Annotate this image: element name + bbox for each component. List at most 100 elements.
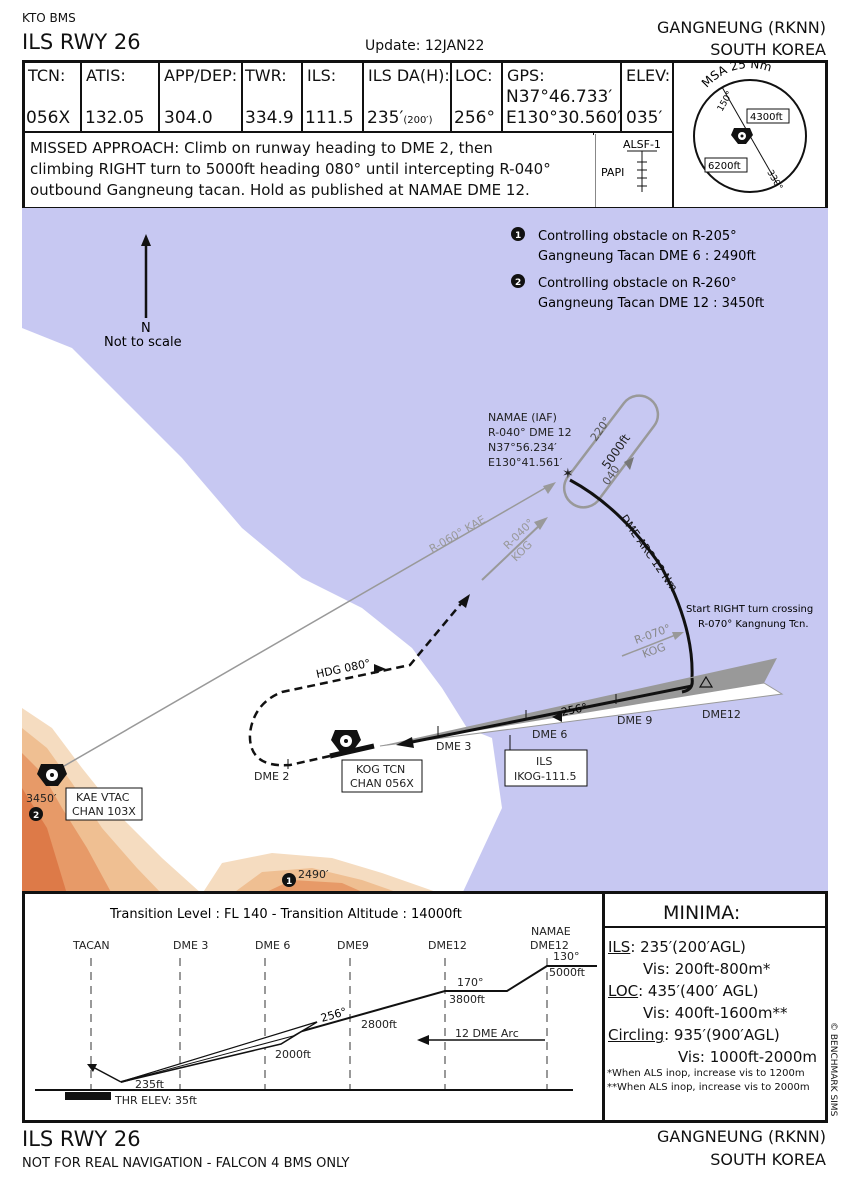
msa-radial-150: 150° [716,90,736,114]
country-name: SOUTH KOREA [710,40,826,59]
minima-loc: LOC: 435′(400′ AGL) [608,982,759,1000]
holding-pattern [562,394,660,509]
missed-line3: outbound Gangneung tacan. Hold as publis… [30,181,530,199]
kae-vortac-icon [37,764,67,786]
svg-text:DME 3: DME 3 [173,939,208,952]
svg-text:DME12: DME12 [702,708,741,721]
svg-text:DME 3: DME 3 [436,740,471,753]
minima-circling: Circling: 935′(900′AGL) [608,1026,780,1044]
svg-text:ILS: ILS [536,755,552,768]
svg-text:CHAN 103X: CHAN 103X [72,805,136,818]
obstacle-note-1b: Gangneung Tacan DME 6 : 2490ft [538,249,756,264]
airport-name: GANGNEUNG (RKNN) [657,18,826,37]
msa-alt-west: 6200ft [708,161,741,172]
obstacle-note-2a: Controlling obstacle on R-260° [538,276,737,291]
appdep-value: 304.0 [164,108,213,128]
tcn-label: TCN: [28,66,66,85]
papi-label: PAPI [601,166,624,179]
svg-text:130°: 130° [553,950,580,963]
elev-value: 035′ [626,108,663,128]
dme-arc [569,478,694,679]
missed-line1: MISSED APPROACH: Climb on runway heading… [30,139,493,157]
svg-text:1: 1 [515,231,521,241]
missed-approach-path [248,599,465,767]
org-label: KTO BMS [22,11,76,25]
svg-text:12 DME Arc: 12 DME Arc [455,1027,519,1040]
svg-text:Start RIGHT turn crossing: Start RIGHT turn crossing [686,604,813,615]
tcn-value: 056X [26,108,71,128]
twr-label: TWR: [245,66,287,85]
svg-text:1: 1 [286,877,292,887]
minima-note-2: **When ALS inop, increase vis to 2000m [607,1082,810,1093]
ilsda-value: 235′(200′) [367,108,433,128]
svg-text:2: 2 [33,811,39,821]
missed-line2: climbing RIGHT turn to 5000ft heading 08… [30,160,551,178]
obstacle-note-1a: Controlling obstacle on R-205° [538,229,737,244]
svg-text:DME9: DME9 [337,939,369,952]
gps-lat: N37°46.733′ [506,87,613,107]
north-label: N [141,321,151,336]
msa-diagram: MSA 25 Nm 150° 330° 4300ft 6200ft [693,62,807,193]
footer-title: ILS RWY 26 [22,1127,141,1151]
elev-label: ELEV: [626,66,671,85]
svg-text:2800ft: 2800ft [361,1018,398,1031]
transition-note: Transition Level : FL 140 - Transition A… [109,907,462,922]
ilsda-label: ILS DA(H): [368,66,450,85]
minima-note-1: *When ALS inop, increase vis to 1200m [607,1068,805,1079]
ils-label: ILS: [307,66,337,85]
gps-label: GPS: [507,66,545,85]
minima-title: MINIMA: [663,902,741,924]
sea-area [22,208,828,894]
svg-text:NAMAE (IAF): NAMAE (IAF) [488,411,557,424]
svg-text:R-070° Kangnung Tcn.: R-070° Kangnung Tcn. [698,619,809,630]
svg-text:N37°56.234′: N37°56.234′ [488,441,557,454]
kog-tacan-icon [331,730,361,752]
obstacle-note-2b: Gangneung Tacan DME 12 : 3450ft [538,296,764,311]
svg-text:NAMAE: NAMAE [531,925,571,938]
lighting-diagram: ALSF-1 PAPI [595,134,661,208]
loc-label: LOC: [455,66,493,85]
minima-loc-vis: Vis: 400ft-1600m** [643,1004,788,1022]
svg-text:E130°41.561′: E130°41.561′ [488,456,563,469]
svg-text:CHAN 056X: CHAN 056X [350,777,414,790]
page-title: ILS RWY 26 [22,30,141,54]
minima-ils: ILS: 235′(200′AGL) [608,938,746,956]
svg-text:KAE VTAC: KAE VTAC [76,791,130,804]
svg-text:DME12: DME12 [530,939,569,952]
plan-view: N Not to scale 1 Controlling obstacle on… [22,208,828,894]
final-course-label: 256° [560,701,589,719]
update-date: Update: 12JAN22 [365,38,485,54]
svg-text:2490′: 2490′ [298,868,329,881]
footer-airport: GANGNEUNG (RKNN) [657,1127,826,1146]
svg-text:235ft: 235ft [135,1078,165,1091]
ils-id: IKOG-111.5 [514,770,577,783]
svg-text:2: 2 [515,278,521,288]
minima-circling-vis: Vis: 1000ft-2000m [678,1048,818,1066]
svg-text:R-040° DME 12: R-040° DME 12 [488,426,572,439]
svg-text:5000ft: 5000ft [549,966,586,979]
gps-lon: E130°30.560′ [506,108,622,128]
svg-text:DME 2: DME 2 [254,770,289,783]
profile-view: Transition Level : FL 140 - Transition A… [35,907,597,1107]
svg-text:DME 6: DME 6 [255,939,290,952]
appdep-label: APP/DEP: [164,66,238,85]
footer-country: SOUTH KOREA [710,1150,826,1169]
svg-text:3450′: 3450′ [26,792,57,805]
minima-ils-vis: Vis: 200ft-800m* [643,960,771,978]
svg-text:170°: 170° [457,976,484,989]
alsf-label: ALSF-1 [623,138,661,151]
ils-value: 111.5 [305,108,354,128]
namae-fix-icon: ✶ [562,466,574,482]
svg-text:THR ELEV: 35ft: THR ELEV: 35ft [114,1094,198,1107]
twr-value: 334.9 [245,108,294,128]
atis-value: 132.05 [85,108,145,128]
loc-value: 256° [454,108,495,128]
tacan-icon [731,128,753,144]
copyright: © BENCHMARK SIMS [828,1022,838,1117]
atis-label: ATIS: [86,66,126,85]
svg-text:3800ft: 3800ft [449,993,486,1006]
svg-text:KOG TCN: KOG TCN [356,763,405,776]
msa-alt-east: 4300ft [750,112,783,123]
svg-text:DME 6: DME 6 [532,728,567,741]
msa-title: MSA 25 Nm [699,62,773,90]
